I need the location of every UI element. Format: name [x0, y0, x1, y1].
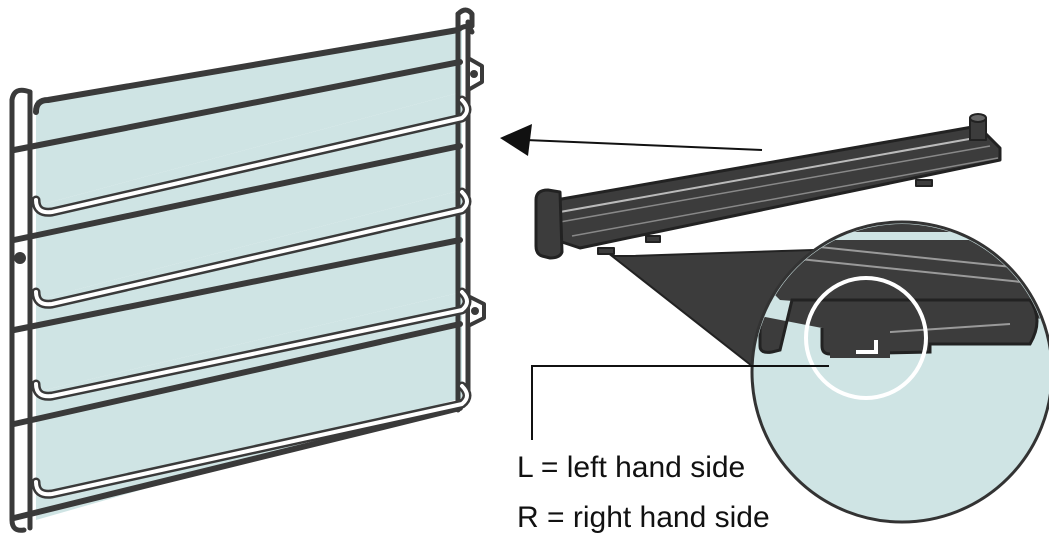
rung-5 [11, 321, 463, 427]
left-mount-nub [14, 252, 26, 264]
telescopic-rail [534, 113, 1002, 260]
top-hooks [455, 7, 475, 35]
legend-right-hand: R = right hand side [517, 501, 770, 534]
shelf-guide-2 [31, 187, 472, 309]
rung-3 [11, 143, 463, 243]
rack-rungs [11, 27, 463, 521]
rail-rear-knob [969, 113, 987, 141]
glass-panel-1 [36, 26, 462, 206]
shelf-guide-4 [31, 381, 472, 499]
rung-1 [33, 27, 461, 115]
shelf-guide-1 [31, 95, 472, 217]
rung-6 [11, 405, 463, 521]
rail-end-cap [534, 188, 564, 260]
left-frame [9, 87, 33, 533]
shelf-guides [31, 95, 472, 499]
detail-callout [609, 220, 1049, 524]
shelf-rack [9, 7, 486, 533]
glass-panels [36, 26, 462, 520]
rung-2 [11, 59, 463, 153]
glass-panel-3 [36, 190, 462, 392]
detail-marking-l [856, 340, 878, 354]
leader-line [531, 365, 829, 440]
legend-left-hand: L = left hand side [517, 451, 746, 484]
arrow-left-icon [500, 124, 763, 156]
rung-4 [11, 237, 463, 333]
shelf-guide-3 [31, 287, 472, 401]
detail-rail [754, 224, 1049, 400]
detail-highlight-circle [804, 276, 928, 400]
right-mount-tabs [466, 56, 486, 328]
